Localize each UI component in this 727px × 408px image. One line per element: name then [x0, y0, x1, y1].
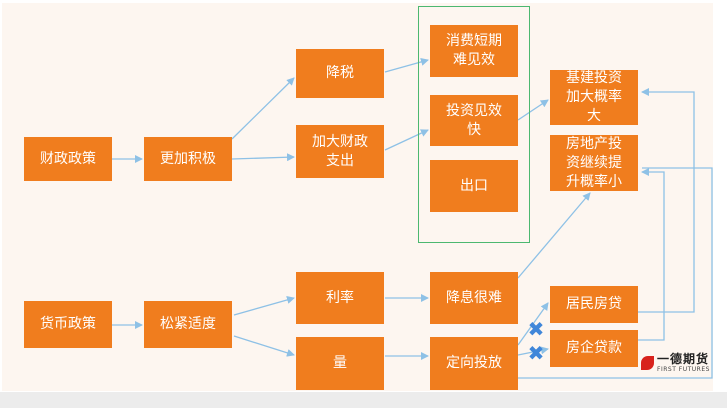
- logo-name-en: FIRST FUTURES: [657, 366, 710, 373]
- node-tax-cut: 降税: [296, 49, 384, 98]
- node-monetary-policy: 货币政策: [24, 301, 112, 348]
- node-targeted-release: 定向投放: [430, 337, 518, 390]
- node-monetary-policy-label: 货币政策: [40, 316, 96, 332]
- node-investment: 投资见效 快: [430, 95, 518, 146]
- node-interest-rate: 利率: [296, 272, 384, 324]
- arrow-spending-to-investment: [384, 129, 429, 151]
- company-logo: 一德期货 FIRST FUTURES: [641, 348, 725, 378]
- arrow-targeted-to-developer: [517, 346, 549, 356]
- arrow-tightness-to-quantity: [233, 335, 295, 357]
- node-developer-loans-label: 房企贷款: [566, 340, 622, 356]
- node-consumption: 消费短期 难见效: [430, 25, 518, 77]
- node-increase-spending: 加大财政 支出: [296, 125, 384, 178]
- node-targeted-release-label: 定向投放: [446, 355, 502, 371]
- node-tightness: 松紧适度: [144, 301, 232, 348]
- node-tightness-label: 松紧适度: [160, 316, 216, 332]
- node-more-active: 更加积极: [144, 137, 232, 181]
- loop-resident-to-infrastructure: [638, 88, 695, 313]
- node-quantity-label: 量: [333, 355, 347, 371]
- node-more-active-label: 更加积极: [160, 150, 216, 167]
- logo-text: 一德期货 FIRST FUTURES: [657, 352, 710, 374]
- bottom-strip: [0, 392, 727, 408]
- arrow-tightness-to-rate: [233, 296, 295, 316]
- node-infrastructure-label: 基建投资 加大概率 大: [566, 70, 622, 124]
- node-real-estate: 房地产投 资继续提 升概率小: [550, 135, 638, 191]
- node-tax-cut-label: 降税: [326, 65, 354, 81]
- demand-group-box: [418, 6, 530, 243]
- arrow-active-to-tax: [231, 77, 295, 140]
- node-real-estate-label: 房地产投 资继续提 升概率小: [566, 135, 622, 190]
- node-resident-loans: 居民房贷: [550, 286, 638, 323]
- node-rate-cut-hard: 降息很难: [430, 272, 518, 324]
- cross-icon: ✖: [527, 341, 545, 365]
- node-infrastructure: 基建投资 加大概率 大: [550, 70, 638, 125]
- node-consumption-label: 消费短期 难见效: [446, 33, 502, 68]
- node-fiscal-policy: 财政政策: [24, 137, 112, 181]
- arrow-investment-to-infrastructure: [517, 99, 549, 121]
- node-investment-label: 投资见效 快: [446, 102, 502, 138]
- arrow-tax-to-consumption: [384, 58, 429, 73]
- node-resident-loans-label: 居民房贷: [566, 296, 622, 312]
- node-export: 出口: [430, 160, 518, 212]
- logo-mark-icon: [641, 354, 654, 372]
- node-increase-spending-label: 加大财政 支出: [312, 133, 368, 169]
- loop-developer-to-realestate: [638, 168, 665, 341]
- node-interest-rate-label: 利率: [326, 289, 354, 306]
- node-fiscal-policy-label: 财政政策: [40, 150, 96, 167]
- arrow-ratecut-to-realestate: [517, 192, 591, 279]
- node-quantity: 量: [296, 337, 384, 390]
- arrow-targeted-to-resident: [517, 302, 549, 346]
- cross-icon: ✖: [527, 317, 545, 341]
- arrow-active-to-spending: [231, 153, 295, 162]
- node-export-label: 出口: [460, 177, 488, 194]
- loop-targeted-to-realestate: [518, 167, 713, 379]
- logo-name-cn: 一德期货: [657, 352, 710, 366]
- node-developer-loans: 房企贷款: [550, 330, 638, 367]
- node-rate-cut-hard-label: 降息很难: [446, 289, 502, 306]
